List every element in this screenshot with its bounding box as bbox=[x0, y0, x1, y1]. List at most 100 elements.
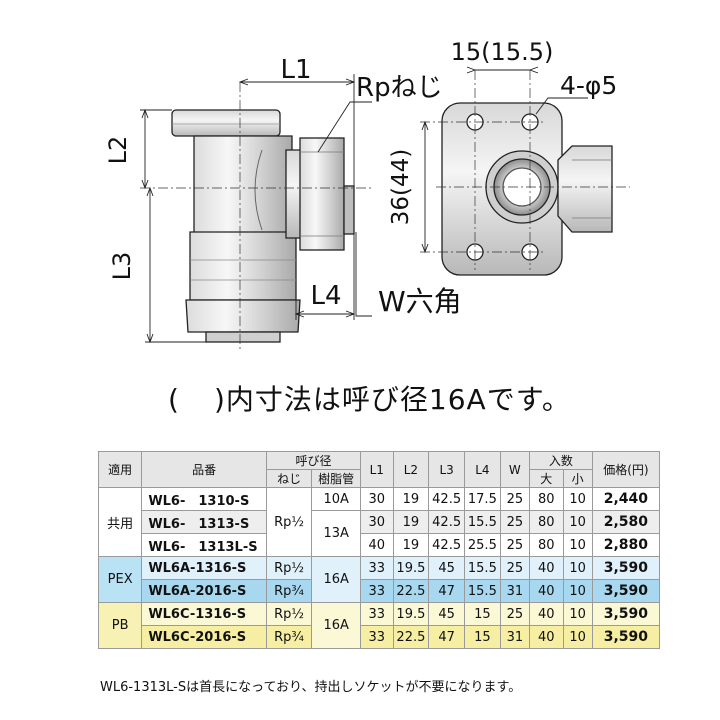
cell-thread: Rp¾ bbox=[265, 579, 313, 603]
front-view bbox=[441, 102, 613, 276]
cell-part-no: WL6- 1313-S bbox=[141, 510, 267, 534]
cell-pipe: 10A bbox=[311, 487, 362, 511]
table-row: PB WL6C-1316-S Rp½ 16A 33 19.5 45 15 25 … bbox=[97, 602, 661, 649]
cell-price: 2,880 bbox=[591, 533, 661, 557]
label-l4: L4 bbox=[310, 281, 341, 311]
cell-l1: 40 bbox=[360, 533, 394, 557]
cell-thread: Rp½ bbox=[265, 556, 313, 580]
cell-l3: 45 bbox=[428, 556, 465, 580]
label-l1: L1 bbox=[280, 55, 311, 85]
cell-l2: 19.5 bbox=[392, 602, 430, 626]
cell-pipe-shared: 13A bbox=[311, 510, 362, 557]
label-l2: L2 bbox=[104, 136, 132, 165]
cell-part-no: WL6C-2016-S bbox=[141, 625, 267, 649]
cell-l4: 15.5 bbox=[464, 510, 501, 534]
label-width: 15(15.5) bbox=[451, 38, 554, 66]
cell-l2: 19.5 bbox=[392, 556, 430, 580]
cell-price: 2,440 bbox=[591, 487, 661, 511]
spec-table: 適用 品番 呼び径 L1 L2 L3 L4 W 入数 価格(円) ねじ 樹脂管 … bbox=[97, 451, 661, 649]
cell-qty-small: 10 bbox=[562, 602, 593, 626]
label-l3: L3 bbox=[108, 252, 136, 281]
table-row: PEX WL6A-1316-S Rp½ 16A 33 19.5 45 15.5 … bbox=[97, 556, 661, 603]
header-qty: 入数 bbox=[528, 451, 593, 470]
cell-l2: 22.5 bbox=[392, 579, 430, 603]
side-view bbox=[171, 109, 355, 343]
cell-l3: 45 bbox=[428, 602, 465, 626]
header-thread: ねじ bbox=[265, 469, 313, 488]
cell-qty-small: 10 bbox=[562, 533, 593, 557]
cell-qty-large: 80 bbox=[528, 487, 564, 511]
fitting-technical-drawing: L1 L2 L3 L4 Rpねじ W六角 15(15.5) 4-φ5 36(44… bbox=[104, 38, 630, 350]
cell-part-no: WL6- 1310-S bbox=[141, 487, 267, 511]
header-resin-pipe: 樹脂管 bbox=[311, 469, 362, 488]
cell-l3: 47 bbox=[428, 579, 465, 603]
cell-l3: 42.5 bbox=[428, 487, 465, 511]
header-part-no: 品番 bbox=[141, 451, 267, 488]
cell-w: 25 bbox=[499, 533, 530, 557]
table-subheader-row: ねじ 樹脂管 大 小 bbox=[99, 469, 660, 488]
note-text: )内寸法は呼び径16Aです。 bbox=[214, 383, 571, 416]
cell-qty-large: 80 bbox=[528, 510, 564, 534]
cell-part-no: WL6A-2016-S bbox=[141, 579, 267, 603]
cell-qty-small: 10 bbox=[562, 625, 593, 649]
cell-part-no: WL6C-1316-S bbox=[141, 602, 267, 626]
table-row: WL6- 1313L-S 40 19 42.5 25.5 25 80 10 2,… bbox=[99, 533, 661, 557]
table-header-row: 適用 品番 呼び径 L1 L2 L3 L4 W 入数 価格(円) bbox=[97, 451, 661, 488]
cell-qty-small: 10 bbox=[562, 579, 593, 603]
header-w: W bbox=[499, 451, 530, 488]
cell-price: 3,590 bbox=[591, 625, 661, 649]
cell-l1: 33 bbox=[360, 602, 394, 626]
header-l1: L1 bbox=[360, 451, 394, 488]
cell-qty-small: 10 bbox=[562, 510, 593, 534]
note-open-paren: ( bbox=[168, 383, 180, 416]
cell-pipe-shared: 16A bbox=[311, 556, 362, 603]
cell-w: 25 bbox=[499, 602, 530, 626]
cell-l1: 30 bbox=[360, 510, 394, 534]
cell-price: 3,590 bbox=[591, 602, 661, 626]
front-view-dimensions bbox=[421, 66, 588, 254]
label-height: 36(44) bbox=[388, 149, 414, 225]
cell-l1: 30 bbox=[360, 487, 394, 511]
cell-qty-large: 40 bbox=[528, 602, 564, 626]
side-view-center-lines bbox=[140, 82, 372, 350]
cell-qty-small: 10 bbox=[562, 487, 593, 511]
cell-w: 31 bbox=[499, 579, 530, 603]
header-qty-large: 大 bbox=[528, 469, 564, 488]
cell-thread-shared: Rp½ bbox=[265, 487, 313, 557]
cell-l1: 33 bbox=[360, 625, 394, 649]
cell-l2: 19 bbox=[392, 487, 430, 511]
cell-l4: 15 bbox=[464, 602, 501, 626]
cell-l3: 42.5 bbox=[428, 510, 465, 534]
cell-w: 25 bbox=[499, 556, 530, 580]
cell-l2: 19 bbox=[392, 510, 430, 534]
cell-w: 31 bbox=[499, 625, 530, 649]
cell-part-no: WL6A-1316-S bbox=[141, 556, 267, 580]
cell-price: 2,580 bbox=[591, 510, 661, 534]
table-row: 共用 WL6- 1310-S Rp½ 10A 30 19 42.5 17.5 2… bbox=[97, 487, 661, 557]
cell-l4: 17.5 bbox=[464, 487, 501, 511]
cell-l1: 33 bbox=[360, 579, 394, 603]
label-hole: 4-φ5 bbox=[560, 71, 617, 100]
header-qty-small: 小 bbox=[562, 469, 593, 488]
header-usage: 適用 bbox=[97, 451, 143, 488]
cell-l1: 33 bbox=[360, 556, 394, 580]
cell-l3: 47 bbox=[428, 625, 465, 649]
header-l4: L4 bbox=[464, 451, 501, 488]
cell-pipe-shared: 16A bbox=[311, 602, 362, 649]
cell-part-no: WL6- 1313L-S bbox=[141, 533, 267, 557]
cell-thread: Rp½ bbox=[265, 602, 313, 626]
cell-l4: 15 bbox=[464, 625, 501, 649]
note-inner-dimension: ( )内寸法は呼び径16Aです。 bbox=[168, 378, 571, 418]
cell-thread: Rp¾ bbox=[265, 625, 313, 649]
cell-qty-large: 80 bbox=[528, 533, 564, 557]
cell-price: 3,590 bbox=[591, 556, 661, 580]
cell-qty-large: 40 bbox=[528, 625, 564, 649]
header-l3: L3 bbox=[428, 451, 465, 488]
cell-l4: 15.5 bbox=[464, 579, 501, 603]
header-price: 価格(円) bbox=[591, 451, 661, 488]
cell-l3: 42.5 bbox=[428, 533, 465, 557]
header-l2: L2 bbox=[392, 451, 430, 488]
cell-l2: 19 bbox=[392, 533, 430, 557]
table-row: WL6- 1313-S 13A 30 19 42.5 15.5 25 80 10… bbox=[99, 510, 661, 557]
cell-w: 25 bbox=[499, 487, 530, 511]
